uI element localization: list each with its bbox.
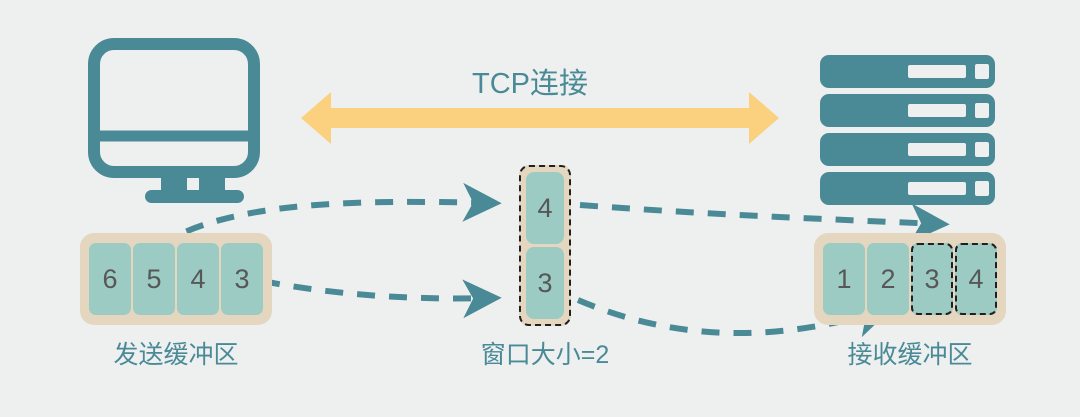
- receive-buffer-cell: 2: [867, 243, 909, 315]
- send-buffer-cell: 3: [221, 243, 263, 315]
- sliding-window-box: 4 3: [519, 165, 571, 326]
- receive-buffer-cell: 4: [955, 243, 997, 315]
- receive-buffer: 1 2 3 4: [814, 233, 1006, 325]
- receive-buffer-cell: 3: [911, 243, 953, 315]
- desktop-monitor-icon: [88, 38, 260, 203]
- flow-arrow-send-to-window-lower: [261, 278, 502, 319]
- send-buffer-cell: 5: [133, 243, 175, 315]
- window-size-label: 窗口大小=2: [480, 341, 610, 369]
- tcp-connection-label: TCP连接: [471, 68, 588, 100]
- send-buffer-cell: 4: [177, 243, 219, 315]
- receive-buffer-label: 接收缓冲区: [847, 341, 973, 369]
- send-buffer-label: 发送缓冲区: [113, 341, 239, 369]
- receive-buffer-cell: 1: [823, 243, 865, 315]
- send-buffer-cell: 6: [89, 243, 131, 315]
- window-cell: 3: [526, 247, 564, 319]
- window-cell: 4: [526, 172, 564, 244]
- send-buffer: 6 5 4 3: [80, 233, 272, 325]
- flow-arrow-window-to-recv-upper: [579, 202, 950, 243]
- server-rack-icon: [820, 55, 995, 205]
